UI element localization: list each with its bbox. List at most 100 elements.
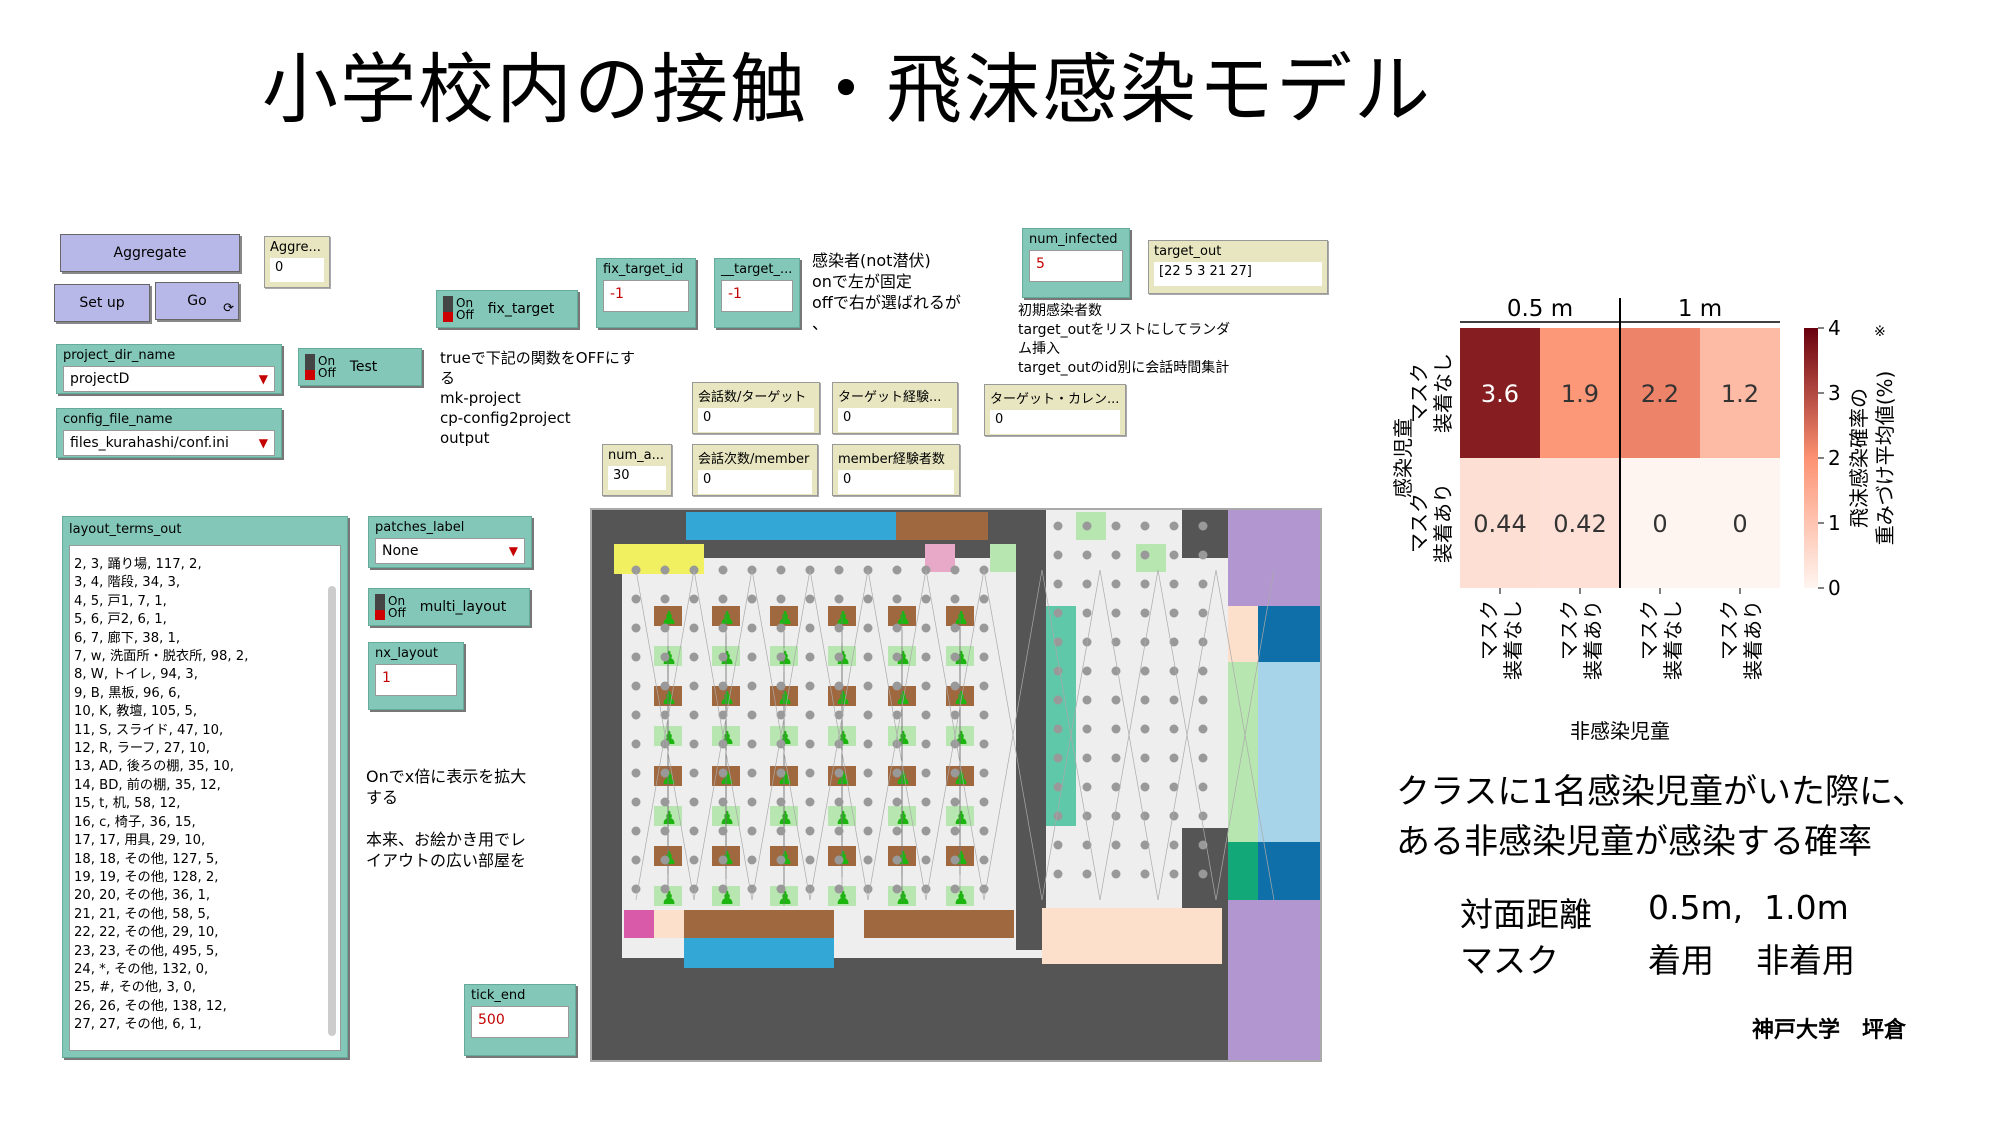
patch-node — [1198, 840, 1208, 850]
patch-node — [689, 594, 699, 604]
chooser-value[interactable]: files_kurahashi/conf.ini▼ — [63, 430, 275, 456]
patch-node — [950, 768, 960, 778]
patch-node — [1111, 869, 1121, 879]
aggregate-button[interactable]: Aggregate — [60, 234, 240, 272]
patch-node — [776, 652, 786, 662]
chooser-value[interactable]: None▼ — [375, 538, 525, 564]
chooser-selected: files_kurahashi/conf.ini — [70, 435, 229, 451]
patch-node — [834, 681, 844, 691]
patch-node — [1140, 840, 1150, 850]
switch-knob[interactable] — [375, 594, 385, 620]
patch-node — [979, 681, 989, 691]
switch-knob[interactable] — [305, 354, 315, 380]
landing — [1228, 606, 1258, 662]
switch-label: fix_target — [487, 301, 555, 317]
patch-node — [689, 739, 699, 749]
colorbar — [1804, 328, 1818, 588]
grid-link — [751, 569, 811, 901]
target-input[interactable]: __target_...-1 — [714, 258, 800, 328]
config-file-chooser[interactable]: config_file_name files_kurahashi/conf.ini… — [56, 408, 282, 458]
patch-node — [660, 826, 670, 836]
output-text-area[interactable]: 2, 3, 踊り場, 117, 2,3, 4, 階段, 34, 3,4, 5, … — [69, 545, 341, 1051]
patch-node — [863, 681, 873, 691]
patch-node — [1082, 579, 1092, 589]
grid-link — [1157, 569, 1217, 901]
monitor-label: ターゲット経験... — [838, 390, 942, 405]
patch-node — [834, 826, 844, 836]
input-label: nx_layout — [375, 646, 438, 661]
patch-node — [834, 652, 844, 662]
setup-button[interactable]: Set up — [54, 284, 150, 322]
input-value[interactable]: 500 — [471, 1006, 569, 1038]
agent-icon: ♟ — [895, 888, 911, 909]
switch-on-label: On — [318, 354, 336, 368]
patch-node — [631, 681, 641, 691]
grid-link — [867, 569, 927, 901]
nx-layout-input[interactable]: nx_layout 1 — [368, 642, 464, 710]
page-title: 小学校内の接触・飛沫感染モデル — [262, 45, 1432, 134]
colorbar-note: ※ — [1874, 324, 1886, 340]
distance-values: 0.5m, 1.0m — [1648, 888, 1849, 927]
patch-node — [660, 594, 670, 604]
grid-link — [809, 569, 869, 901]
go-button[interactable]: Go⟳ — [155, 282, 239, 320]
patch-node — [1140, 608, 1150, 618]
patch-node — [1140, 753, 1150, 763]
patch-node — [950, 710, 960, 720]
output-line: 26, 26, その他, 138, 12, — [74, 998, 227, 1014]
input-value[interactable]: 1 — [375, 664, 457, 696]
input-value[interactable]: -1 — [721, 280, 793, 312]
patch-node — [805, 826, 815, 836]
patch-node — [805, 855, 815, 865]
scrollbar[interactable] — [328, 586, 336, 1036]
output-line: 2, 3, 踊り場, 117, 2, — [74, 557, 202, 572]
world-view[interactable]: ♟♟♟♟♟♟♟♟♟♟♟♟♟♟♟♟♟♟♟♟♟♟♟♟♟♟♟♟♟♟♟♟♟♟♟♟♟♟♟♟… — [590, 508, 1322, 1062]
patch-node — [863, 623, 873, 633]
dropdown-icon: ▼ — [508, 544, 518, 558]
output-line: 15, t, 机, 58, 12, — [74, 796, 181, 812]
patch-node — [1082, 550, 1092, 560]
patch-node — [921, 739, 931, 749]
switch-knob[interactable] — [443, 296, 453, 322]
monitor-value: 0 — [990, 410, 1120, 434]
num-a-monitor: num_a...30 — [602, 444, 672, 496]
agent-icon: ♟ — [953, 608, 969, 629]
output-line: 8, W, トイレ, 94, 3, — [74, 667, 198, 683]
note-true-off: trueで下記の関数をOFFにす る mk-project cp-config2… — [440, 349, 635, 447]
patch-node — [979, 739, 989, 749]
patch-node — [805, 797, 815, 807]
agent-icon: ♟ — [953, 808, 969, 829]
patch-node — [1140, 811, 1150, 821]
patch-node — [921, 623, 931, 633]
patch-node — [689, 652, 699, 662]
patch-node — [660, 884, 670, 894]
world-svg: ♟♟♟♟♟♟♟♟♟♟♟♟♟♟♟♟♟♟♟♟♟♟♟♟♟♟♟♟♟♟♟♟♟♟♟♟♟♟♟♟… — [592, 510, 1320, 1060]
patch-node — [747, 739, 757, 749]
patch-node — [950, 855, 960, 865]
input-value[interactable]: -1 — [603, 280, 689, 312]
agent-icon: ♟ — [835, 808, 851, 829]
grid-link — [1215, 569, 1275, 901]
door-1 — [925, 544, 955, 572]
column-label: マスク — [1557, 600, 1581, 660]
patch-node — [631, 623, 641, 633]
patch-node — [631, 826, 641, 836]
chooser-value[interactable]: projectD▼ — [63, 366, 275, 392]
input-value[interactable]: 5 — [1029, 250, 1123, 282]
fix-target-id-input[interactable]: fix_target_id-1 — [596, 258, 696, 328]
patch-node — [1053, 637, 1063, 647]
output-line: 12, R, ラーフ, 27, 10, — [74, 741, 211, 757]
chooser-label: config_file_name — [63, 412, 173, 427]
patch-node — [747, 884, 757, 894]
